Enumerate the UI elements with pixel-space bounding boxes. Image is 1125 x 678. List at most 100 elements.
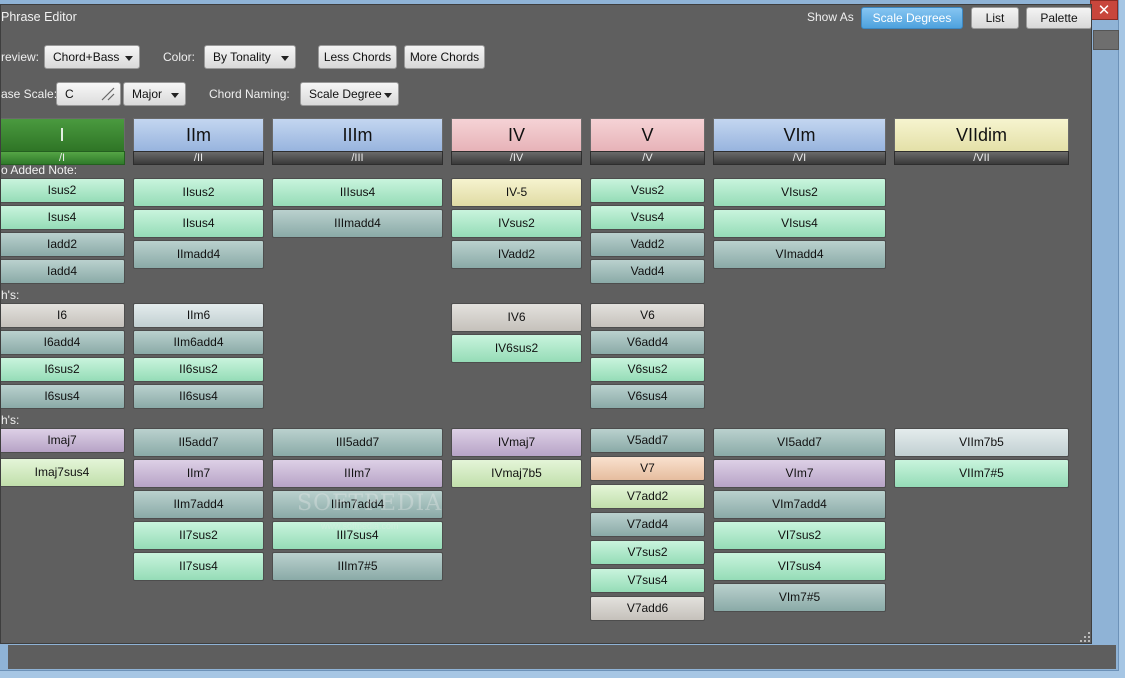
bass-header-v[interactable]: /V	[590, 151, 705, 165]
degree-header-vi[interactable]: VIm	[713, 118, 886, 152]
chord-button[interactable]: IIImadd4	[272, 209, 443, 238]
chord-button[interactable]: IVsus2	[451, 209, 582, 238]
chord-button[interactable]: Imaj7sus4	[1, 458, 125, 487]
chord-button[interactable]: II7sus4	[133, 552, 264, 581]
chord-button[interactable]: VI5add7	[713, 428, 886, 457]
chord-button[interactable]: IIm6add4	[133, 330, 264, 355]
chord-button[interactable]: II7sus2	[133, 521, 264, 550]
chord-button[interactable]: II6sus2	[133, 357, 264, 382]
close-button[interactable]: ✕	[1090, 0, 1118, 20]
color-dropdown[interactable]: By Tonality	[204, 45, 296, 69]
chord-button[interactable]: VIsus2	[713, 178, 886, 207]
chord-button[interactable]: V7add4	[590, 512, 705, 537]
degree-header-i[interactable]: I	[1, 118, 125, 152]
show-as-label: Show As	[807, 10, 854, 24]
chord-button[interactable]: V7sus2	[590, 540, 705, 565]
chevron-down-icon	[171, 93, 179, 98]
bass-header-ii[interactable]: /II	[133, 151, 264, 165]
chord-button[interactable]: V7add2	[590, 484, 705, 509]
chord-button[interactable]: IIIm7add4	[272, 490, 443, 519]
chord-button[interactable]: VIsus4	[713, 209, 886, 238]
chord-naming-dropdown[interactable]: Scale Degree	[300, 82, 399, 106]
window-title: Phrase Editor	[1, 10, 77, 24]
color-value: By Tonality	[213, 50, 271, 64]
degree-header-vii[interactable]: VIIdim	[894, 118, 1069, 152]
chord-button[interactable]: IVmaj7b5	[451, 459, 582, 488]
chord-button[interactable]: IV6	[451, 303, 582, 332]
bass-header-vi[interactable]: /VI	[713, 151, 886, 165]
bass-header-iii[interactable]: /III	[272, 151, 443, 165]
chord-button[interactable]: IIIm7	[272, 459, 443, 488]
chord-button[interactable]: Imaj7	[1, 428, 125, 453]
chord-button[interactable]: II6sus4	[133, 384, 264, 409]
chord-button[interactable]: I6sus4	[1, 384, 125, 409]
chord-button[interactable]: I6	[1, 303, 125, 328]
chord-button[interactable]: V7sus4	[590, 568, 705, 593]
degree-header-ii[interactable]: IIm	[133, 118, 264, 152]
chord-button[interactable]: Vsus2	[590, 178, 705, 203]
chord-button[interactable]: IV-5	[451, 178, 582, 207]
chord-button[interactable]: VIm7	[713, 459, 886, 488]
section-sixths: h's:	[1, 288, 20, 302]
chord-button[interactable]: VIm7#5	[713, 583, 886, 612]
chord-button[interactable]: VIIm7b5	[894, 428, 1069, 457]
chord-button[interactable]: Isus4	[1, 205, 125, 230]
degree-header-iv[interactable]: IV	[451, 118, 582, 152]
scale-mode-dropdown[interactable]: Major	[123, 82, 186, 106]
tab-list[interactable]: List	[971, 7, 1019, 29]
key-spinner-icon	[101, 87, 115, 101]
chord-button[interactable]: IVadd2	[451, 240, 582, 269]
chord-button[interactable]: IIsus2	[133, 178, 264, 207]
chord-button[interactable]: V6	[590, 303, 705, 328]
chord-button[interactable]: IIIsus4	[272, 178, 443, 207]
chord-button[interactable]: III5add7	[272, 428, 443, 457]
chord-button[interactable]: III7sus4	[272, 521, 443, 550]
chord-button[interactable]: VI7sus2	[713, 521, 886, 550]
chord-button[interactable]: Isus2	[1, 178, 125, 203]
chord-button[interactable]: Vadd4	[590, 259, 705, 284]
preview-dropdown[interactable]: Chord+Bass	[44, 45, 140, 69]
close-icon: ✕	[1097, 2, 1111, 19]
chord-button[interactable]: IImadd4	[133, 240, 264, 269]
less-chords-button[interactable]: Less Chords	[318, 45, 397, 69]
chord-button[interactable]: IIm7	[133, 459, 264, 488]
chord-button[interactable]: VIm7add4	[713, 490, 886, 519]
watermark-url: www.softpedia.com	[321, 521, 399, 531]
chord-button[interactable]: IIm6	[133, 303, 264, 328]
chord-button[interactable]: Iadd2	[1, 232, 125, 257]
chord-button[interactable]: IVmaj7	[451, 428, 582, 457]
chord-button[interactable]: I6add4	[1, 330, 125, 355]
chord-button[interactable]: IIIm7#5	[272, 552, 443, 581]
chord-button[interactable]: IV6sus2	[451, 334, 582, 363]
chord-button[interactable]: IIsus4	[133, 209, 264, 238]
bass-header-i[interactable]: /I	[1, 151, 125, 165]
resize-grip-icon[interactable]	[1079, 631, 1091, 643]
chord-button[interactable]: V5add7	[590, 428, 705, 453]
chord-button[interactable]: VIIm7#5	[894, 459, 1069, 488]
chord-button[interactable]: V7	[590, 456, 705, 481]
bass-header-iv[interactable]: /IV	[451, 151, 582, 165]
chord-button[interactable]: V6sus4	[590, 384, 705, 409]
chord-button[interactable]: IIm7add4	[133, 490, 264, 519]
scale-mode-value: Major	[132, 87, 163, 101]
section-sevenths: h's:	[1, 413, 20, 427]
tab-palette[interactable]: Palette	[1026, 7, 1091, 29]
degree-header-v[interactable]: V	[590, 118, 705, 152]
chord-button[interactable]: V6add4	[590, 330, 705, 355]
chord-button[interactable]: VImadd4	[713, 240, 886, 269]
chord-button[interactable]: I6sus2	[1, 357, 125, 382]
chord-button[interactable]: V7add6	[590, 596, 705, 621]
tab-scale-degrees[interactable]: Scale Degrees	[861, 7, 963, 29]
chevron-down-icon	[384, 93, 392, 98]
chord-button[interactable]: Vsus4	[590, 205, 705, 230]
more-chords-button[interactable]: More Chords	[404, 45, 485, 69]
degree-header-iii[interactable]: IIIm	[272, 118, 443, 152]
chord-button[interactable]: Vadd2	[590, 232, 705, 257]
bass-header-vii[interactable]: /VII	[894, 151, 1069, 165]
chord-button[interactable]: II5add7	[133, 428, 264, 457]
preview-label: review:	[1, 50, 40, 64]
chord-button[interactable]: Iadd4	[1, 259, 125, 284]
scale-key-field[interactable]: C	[56, 82, 121, 106]
chord-button[interactable]: V6sus2	[590, 357, 705, 382]
chord-button[interactable]: VI7sus4	[713, 552, 886, 581]
